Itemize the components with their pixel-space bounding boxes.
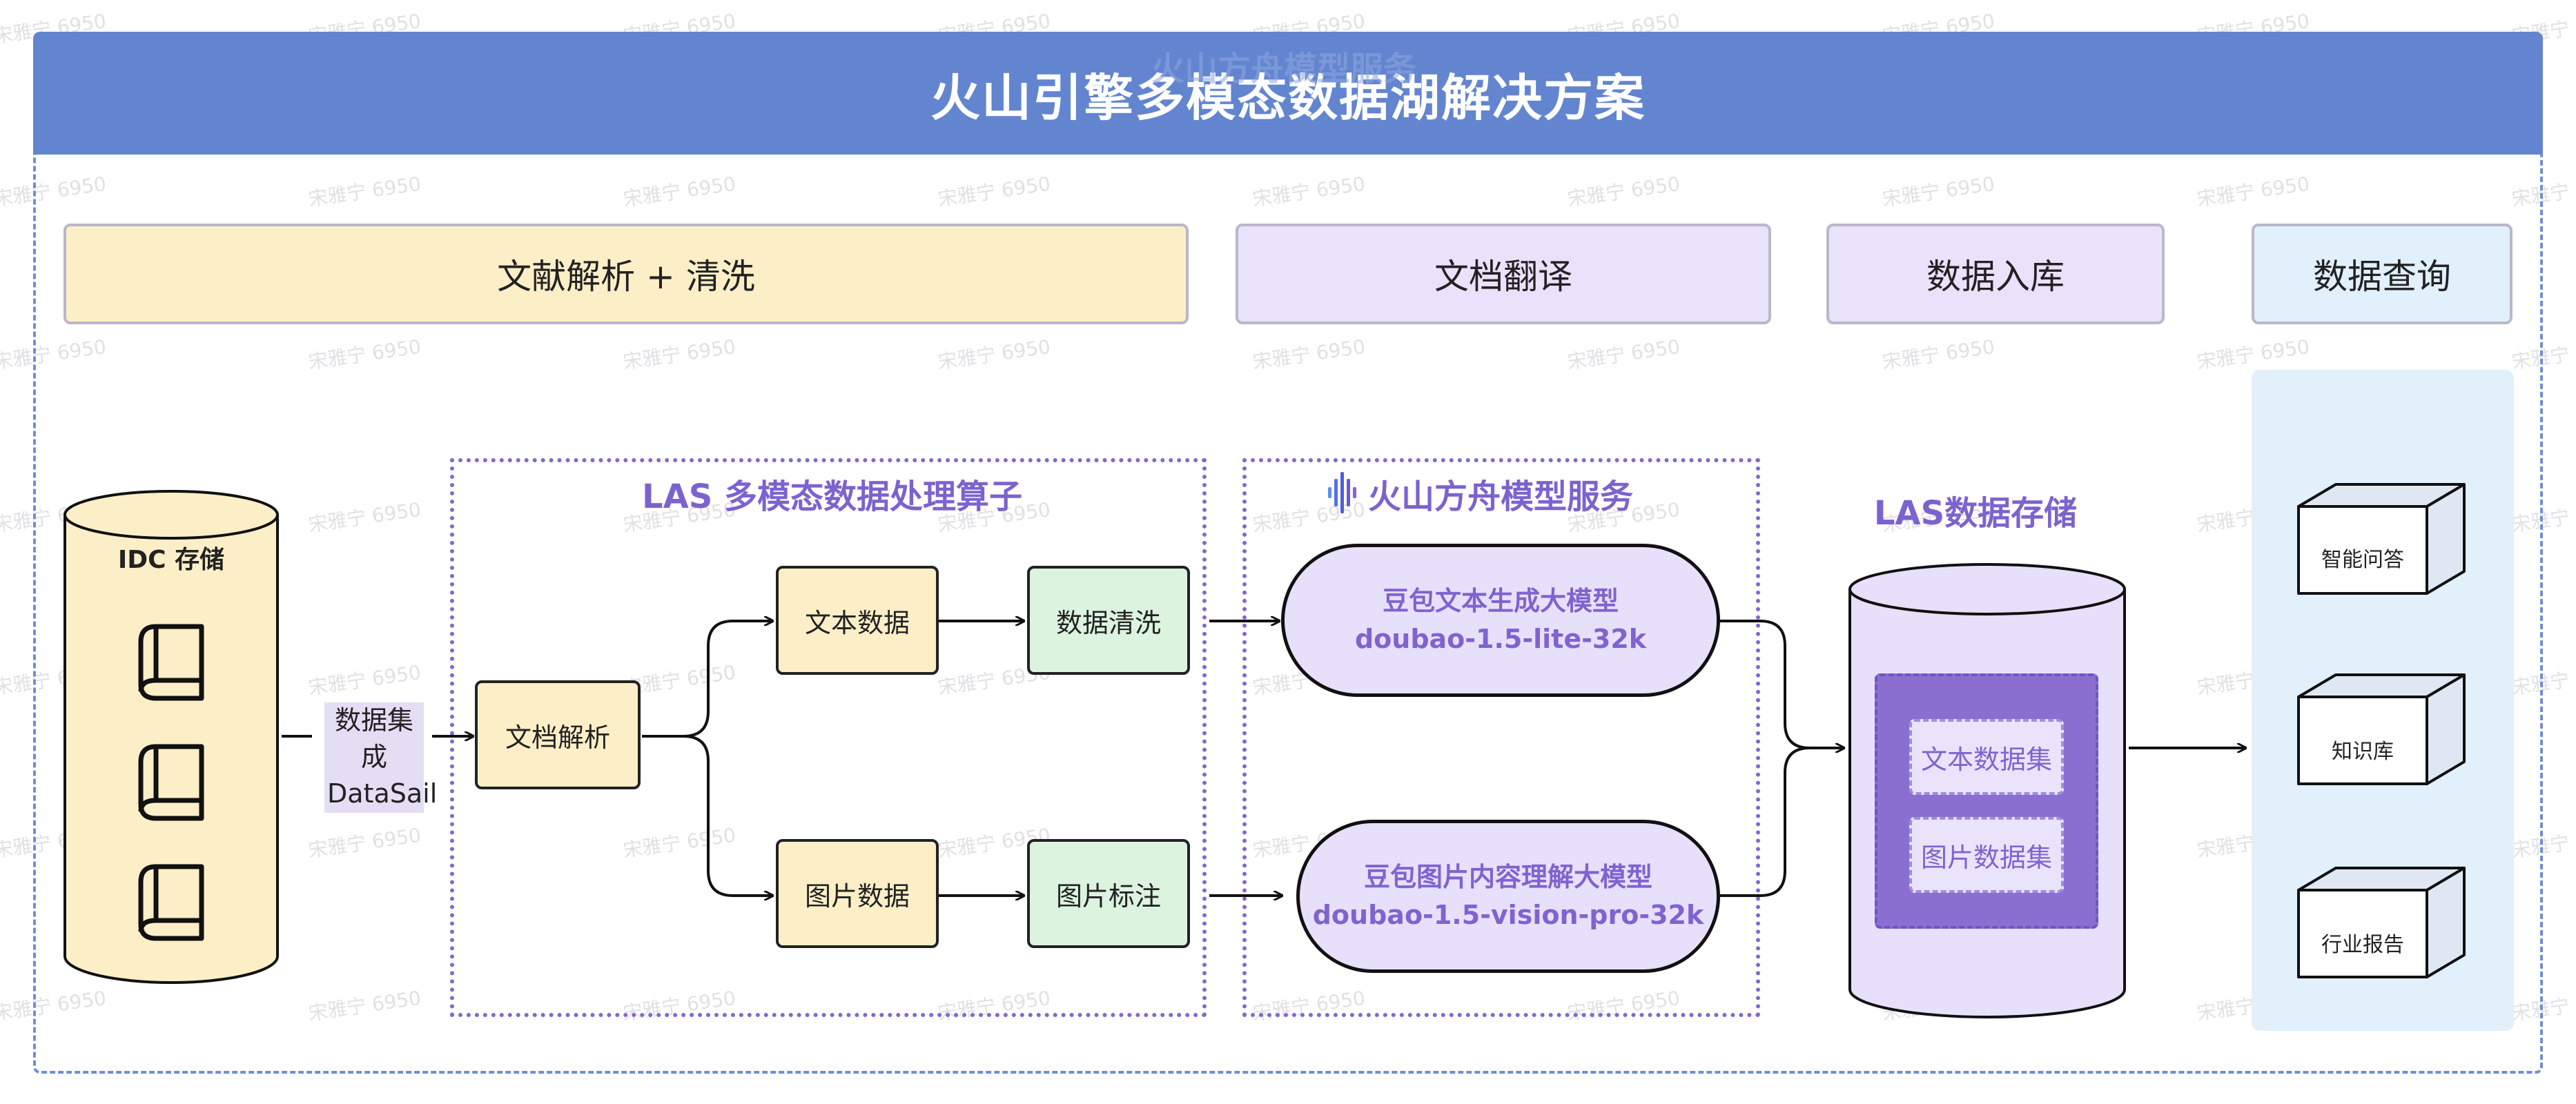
book-icon (138, 624, 204, 701)
query-target-qa: 智能问答 (2321, 548, 2404, 572)
doc-parse-node: 文档解析 (475, 680, 641, 789)
data-clean-node: 数据清洗 (1027, 566, 1190, 675)
faded-header-text: 火山方舟模型服务 (1151, 50, 1417, 88)
text-model-id: doubao-1.5-lite-32k (1354, 624, 1647, 654)
node-label: 图片数据 (804, 880, 910, 911)
vision-model-name: 豆包图片内容理解大模型 (1363, 861, 1652, 892)
node-label: 文本数据 (804, 607, 910, 638)
image-dataset-box: 图片数据集 (1909, 817, 2064, 893)
ark-model-service-title: 火山方舟模型服务 (1368, 477, 1634, 516)
node-label: 图片标注 (1055, 880, 1161, 911)
sound-wave-icon (1328, 472, 1356, 513)
data-integration-line1: 数据集成 (334, 705, 413, 773)
query-target-knowledge-base: 知识库 (2332, 740, 2394, 764)
text-model-pill: 豆包文本生成大模型 doubao-1.5-lite-32k (1281, 544, 1720, 697)
image-label-node: 图片标注 (1027, 839, 1190, 948)
section-header-label: 数据查询 (2313, 257, 2451, 297)
knowledge-base-box-icon (2297, 673, 2466, 785)
text-dataset-box: 文本数据集 (1909, 719, 2064, 795)
dataset-label: 文本数据集 (1920, 744, 2052, 775)
section-header-ingestion: 数据入库 (1826, 224, 2165, 324)
section-header-label: 文献解析 + 清洗 (497, 257, 755, 297)
page-title: 火山引擎多模态数据湖解决方案 (930, 68, 1646, 127)
data-integration-label: 数据集成 DataSail (324, 702, 438, 813)
title-bar: 火山引擎多模态数据湖解决方案 (33, 32, 2543, 155)
book-icon (138, 744, 204, 821)
ark-model-service-group (1242, 458, 1760, 1017)
idc-storage-label: IDC 存储 (117, 546, 225, 574)
book-icon (138, 864, 204, 941)
data-integration-line2: DataSail (327, 778, 438, 809)
dataset-label: 图片数据集 (1920, 842, 2052, 873)
vision-model-pill: 豆包图片内容理解大模型 doubao-1.5-vision-pro-32k (1296, 820, 1720, 973)
section-header-label: 文档翻译 (1434, 257, 1572, 297)
las-operators-title: LAS 多模态数据处理算子 (642, 477, 1023, 516)
section-header-parse-clean: 文献解析 + 清洗 (64, 224, 1189, 324)
image-data-node: 图片数据 (776, 839, 939, 948)
qa-box-icon (2297, 483, 2466, 595)
section-header-translation: 文档翻译 (1236, 224, 1771, 324)
node-label: 数据清洗 (1055, 607, 1161, 638)
text-data-node: 文本数据 (776, 566, 939, 675)
las-storage-title: LAS数据存储 (1873, 494, 2078, 533)
industry-report-box-icon (2297, 867, 2466, 978)
vision-model-id: doubao-1.5-vision-pro-32k (1312, 900, 1704, 930)
section-header-query: 数据查询 (2252, 224, 2512, 324)
query-target-industry-report: 行业报告 (2321, 933, 2404, 957)
section-header-label: 数据入库 (1926, 257, 2065, 297)
text-model-name: 豆包文本生成大模型 (1382, 585, 1619, 616)
node-label: 文档解析 (505, 722, 610, 753)
